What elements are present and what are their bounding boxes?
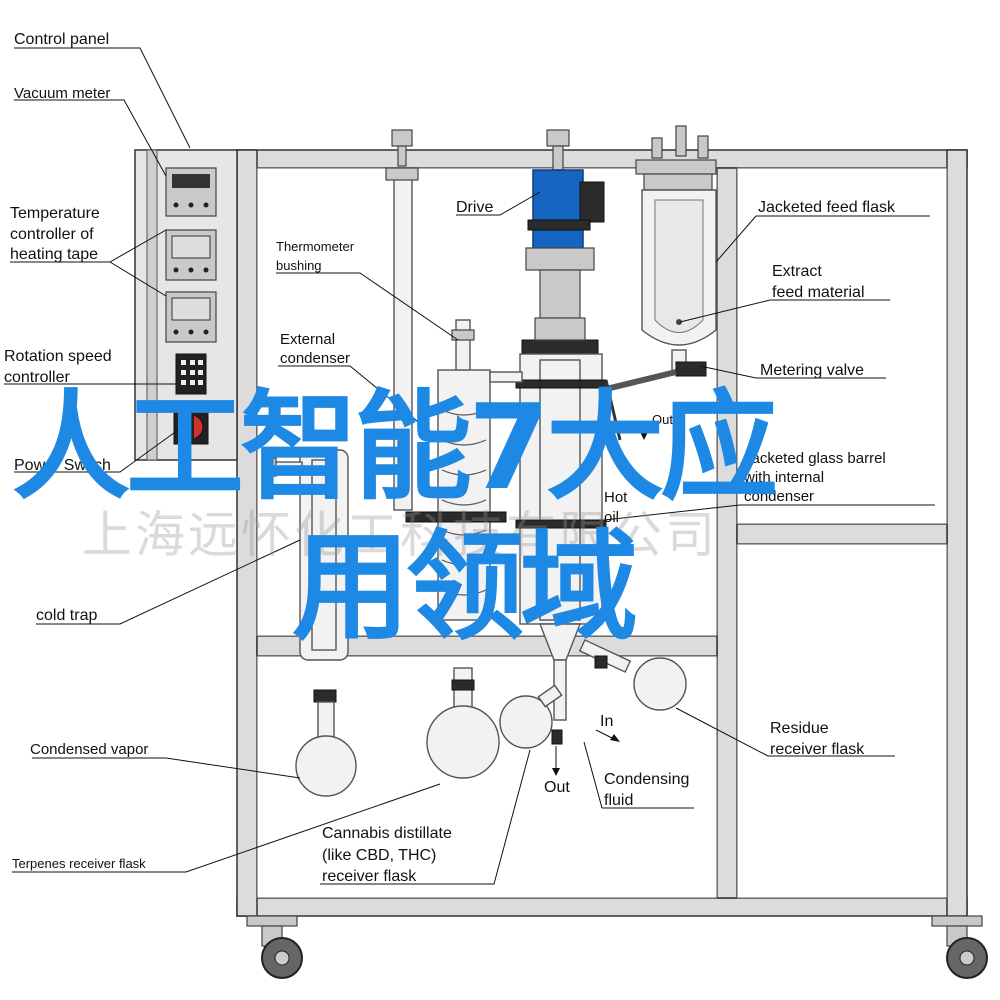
label-extract-2: feed material xyxy=(772,284,865,301)
label-residue-1: Residue xyxy=(770,720,829,737)
label-temperature-3: heating tape xyxy=(10,246,98,263)
jacketed-barrel xyxy=(515,353,607,721)
heating-lines xyxy=(601,369,677,441)
label-jacketed-feed-flask: Jacketed feed flask xyxy=(758,199,896,216)
label-hot: Hot xyxy=(604,489,628,506)
casters xyxy=(246,915,988,979)
label-distillate-1: Cannabis distillate xyxy=(322,825,452,842)
label-thermometer-2: bushing xyxy=(276,258,322,273)
label-condensing-2: fluid xyxy=(604,792,633,809)
label-extract-1: Extract xyxy=(772,263,822,280)
label-in: In xyxy=(600,713,613,730)
terpenes-flask xyxy=(295,701,357,797)
label-metering-valve: Metering valve xyxy=(760,362,864,379)
label-drive: Drive xyxy=(456,199,493,216)
label-rotation-2: controller xyxy=(4,369,70,386)
label-temperature-1: Temperature xyxy=(10,205,100,222)
label-condensed-vapor: Condensed vapor xyxy=(30,741,148,758)
label-power-switch: Power Switch xyxy=(14,457,111,474)
label-terpenes: Terpenes receiver flask xyxy=(12,856,146,871)
cold-trap xyxy=(265,449,349,703)
distillate-flask-small xyxy=(499,684,563,749)
left-column xyxy=(385,129,419,511)
label-out-bottom: Out xyxy=(544,779,570,796)
jacketed-feed-flask xyxy=(635,125,717,377)
external-condenser xyxy=(405,319,523,621)
distillate-flask-large xyxy=(426,667,500,779)
label-out-top: Out xyxy=(652,412,673,427)
label-control-panel: Control panel xyxy=(14,31,109,48)
drive-motor xyxy=(521,129,605,355)
label-oil: oil xyxy=(604,509,619,526)
label-distillate-3: receiver flask xyxy=(322,868,417,885)
label-residue-2: receiver flask xyxy=(770,741,865,758)
label-barrel-1: Jacketed glass barrel xyxy=(744,450,886,467)
leader-lines xyxy=(4,47,935,885)
label-condensing-1: Condensing xyxy=(604,771,689,788)
label-rotation-1: Rotation speed xyxy=(4,348,112,365)
label-barrel-3: condenser xyxy=(744,488,814,505)
label-vacuum-meter: Vacuum meter xyxy=(14,85,110,102)
residue-flask xyxy=(578,639,687,711)
label-temperature-2: controller of xyxy=(10,226,94,243)
label-external-2: condenser xyxy=(280,350,350,367)
label-distillate-2: (like CBD, THC) xyxy=(322,847,436,864)
label-thermometer-1: Thermometer xyxy=(276,239,355,254)
label-barrel-2: with internal xyxy=(743,469,824,486)
label-external-1: External xyxy=(280,331,335,348)
labels: Control panel Vacuum meter Temperature c… xyxy=(4,31,896,885)
control-panel-box xyxy=(134,149,238,461)
label-cold-trap: cold trap xyxy=(36,607,97,624)
